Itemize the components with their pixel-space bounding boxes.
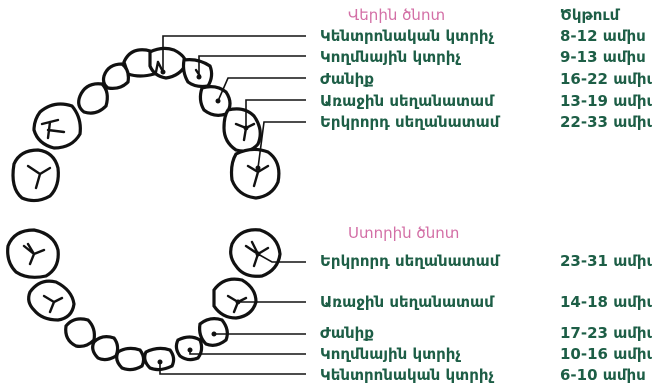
upper-first-molar-left (32, 102, 82, 150)
eruption-time-heading: Ծկթում (560, 6, 620, 24)
lower-groove-1 (22, 242, 46, 266)
lower-lateral-incisor-label: Կողմնային կտրիչ (320, 345, 461, 363)
upper-leader-4 (245, 99, 306, 128)
lower-lateral-incisor-age: 10-16 ամիս (560, 345, 652, 363)
lower-groove-3 (42, 294, 64, 314)
lower-central-incisor-label: Կենտրոնական կտրիչ (320, 366, 494, 384)
upper-groove-6 (246, 164, 270, 188)
upper-groove-3 (40, 118, 66, 140)
upper-groove-5 (26, 164, 52, 190)
lower-second-molar-label: Երկրորդ սեղանատամ (320, 252, 500, 270)
upper-leader-1 (162, 35, 306, 72)
upper-second-molar-age: 22-33 ամիս (560, 113, 652, 131)
lower-canine-left (64, 317, 96, 348)
lower-central-incisor-right (143, 346, 176, 372)
lower-central-incisor-left (115, 346, 146, 372)
lower-jaw (6, 228, 306, 375)
upper-leader-5 (257, 121, 306, 169)
upper-jaw-heading: Վերին ծնոտ (348, 6, 446, 24)
upper-lateral-incisor-left (101, 62, 130, 90)
upper-central-incisor-label: Կենտրոնական կտրիչ (320, 27, 494, 45)
upper-leader-3 (217, 77, 306, 102)
upper-second-molar-right (229, 147, 281, 200)
lower-first-molar-label: Առաջին սեղանատամ (320, 293, 494, 311)
upper-canine-label: Ժանիք (320, 70, 374, 88)
upper-canine-age: 16-22 ամիս (560, 70, 652, 88)
lower-jaw-heading: Ստորին ծնոտ (348, 224, 460, 242)
lower-canine-age: 17-23 ամիս (560, 324, 652, 342)
upper-second-molar-left (11, 148, 60, 203)
upper-central-incisor-age: 8-12 ամիս (560, 27, 646, 45)
upper-leader-2 (198, 55, 306, 77)
lower-central-incisor-age: 6-10 ամիս (560, 366, 646, 384)
upper-groove-1 (154, 60, 164, 74)
upper-first-molar-right (222, 107, 262, 153)
lower-second-molar-age: 23-31 ամիս (560, 252, 652, 270)
upper-central-incisor-right (148, 46, 188, 80)
upper-jaw (11, 35, 306, 203)
upper-lateral-incisor-label: Կողմնային կտրիչ (320, 48, 461, 66)
lower-leader-1 (257, 253, 306, 263)
upper-canine-left (77, 82, 109, 115)
lower-canine-label: Ժանիք (320, 324, 374, 342)
lower-lateral-incisor-left (91, 335, 120, 362)
upper-second-molar-label: Երկրորդ սեղանատամ (320, 113, 500, 131)
lower-leader-5 (159, 362, 306, 375)
lower-leader-4 (189, 350, 306, 355)
upper-first-molar-label: Առաջին սեղանատամ (320, 92, 494, 110)
upper-first-molar-age: 13-19 ամիս (560, 92, 652, 110)
lower-first-molar-age: 14-18 ամիս (560, 293, 652, 311)
upper-lateral-incisor-age: 9-13 ամիս (560, 48, 646, 66)
